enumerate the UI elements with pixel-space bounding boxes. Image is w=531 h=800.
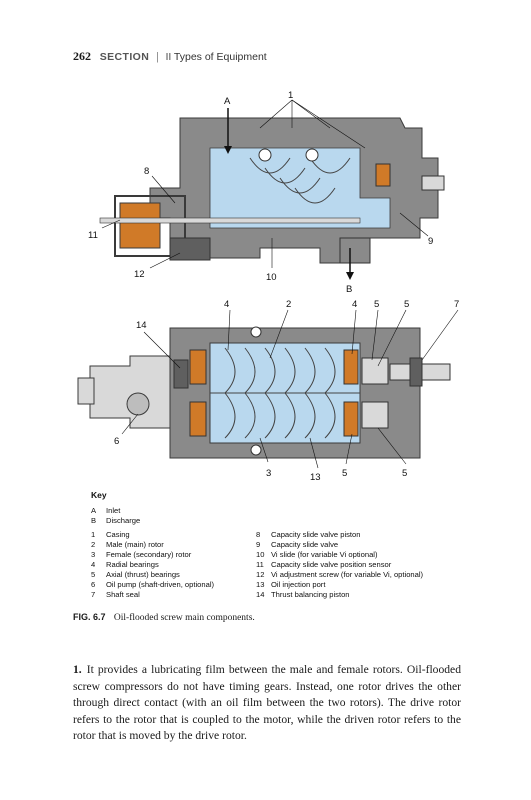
callout-9: 9	[428, 236, 433, 247]
bottom-port-top	[250, 326, 262, 338]
callout-1-top: 1	[288, 90, 293, 101]
top-gas-chamber	[209, 147, 391, 229]
figure-caption-text: Oil-flooded screw main components.	[113, 613, 255, 623]
list-number: 1.	[73, 663, 82, 676]
callout-5-bottom-a: 5	[342, 468, 347, 479]
section-label: SECTION	[99, 51, 150, 63]
header-separator: |	[155, 51, 159, 63]
shaft-seal	[409, 357, 423, 387]
thrust-bearing-upper	[361, 357, 389, 385]
screw-compressor-figure: A 1 8 11 9 12 10 B	[77, 90, 459, 483]
callout-12: 12	[134, 269, 145, 280]
running-header: 262 SECTION | II Types of Equipment	[73, 49, 267, 64]
callout-13: 13	[310, 472, 321, 483]
callout-8: 8	[144, 166, 149, 177]
top-discharge-port	[339, 237, 371, 264]
body-paragraph: 1.It provides a lubricating film between…	[73, 662, 461, 745]
top-port-circle-right	[305, 148, 319, 162]
oil-pump-gear	[126, 392, 150, 416]
radial-bearing-left-upper	[189, 349, 207, 385]
radial-bearing-right-upper	[343, 349, 359, 385]
callout-B: B	[346, 284, 352, 295]
thrust-bearing-lower	[361, 401, 389, 429]
figure-label: FIG. 6.7	[73, 612, 106, 622]
page-number: 262	[73, 49, 91, 63]
bottom-rotor-lobes	[210, 347, 360, 439]
callout-5-top-a: 5	[374, 299, 379, 310]
oil-pump-housing	[89, 355, 171, 429]
part-title: Types of Equipment	[173, 51, 267, 63]
callout-14: 14	[136, 320, 147, 331]
top-port-circle-left	[258, 148, 272, 162]
bottom-port-bottom	[250, 444, 262, 456]
callout-3: 3	[266, 468, 271, 479]
radial-bearing-right-lower	[343, 401, 359, 437]
callout-7: 7	[454, 299, 459, 310]
top-bearing-right	[375, 163, 391, 187]
callout-5-bottom-b: 5	[402, 468, 407, 479]
top-slide-piston	[119, 202, 161, 249]
callout-10: 10	[266, 272, 277, 283]
top-section-drawing: A 1 8 11 9 12 10 B	[88, 90, 445, 295]
part-roman: II	[165, 52, 172, 63]
callout-4-left: 4	[224, 299, 229, 310]
figure-caption: FIG. 6.7 Oil-flooded screw main componen…	[73, 612, 255, 623]
top-rod	[99, 217, 361, 224]
bottom-section-drawing: 4 2 4 5 5 7 14 6 3 13 5 5	[77, 299, 459, 483]
key-title: Key	[91, 490, 107, 500]
top-shaft	[421, 175, 445, 191]
balance-piston	[173, 359, 189, 389]
top-rotor-lobes	[249, 157, 351, 204]
callout-A: A	[224, 96, 231, 107]
top-lower-left-block	[169, 237, 211, 261]
radial-bearing-left-lower	[189, 401, 207, 437]
top-piston-housing	[114, 195, 186, 257]
oil-pump-flange	[77, 377, 95, 405]
callout-2: 2	[286, 299, 291, 310]
paragraph-text: It provides a lubricating film between t…	[73, 663, 461, 742]
callout-5-top-b: 5	[404, 299, 409, 310]
callout-4-right: 4	[352, 299, 357, 310]
callout-6: 6	[114, 436, 119, 447]
callout-11: 11	[88, 230, 98, 241]
